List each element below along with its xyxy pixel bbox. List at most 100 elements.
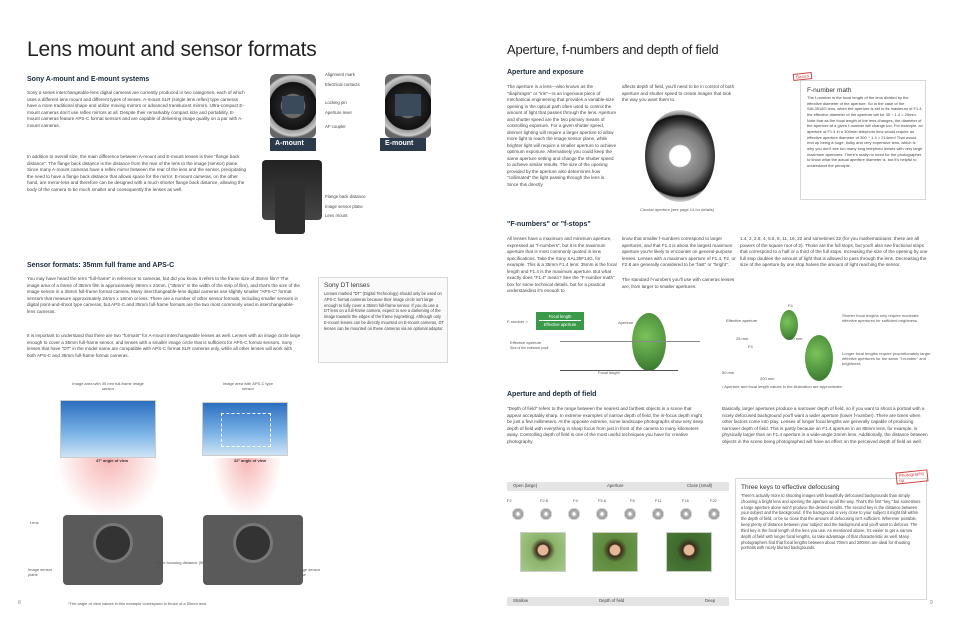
keys-box-title: Three keys to effective defocusing (741, 484, 840, 491)
fstop-label: F16 (682, 498, 689, 503)
short-lens-green (780, 310, 798, 340)
portrait-photo-deep (666, 532, 712, 572)
page-title-left: Lens mount and sensor formats (27, 38, 317, 61)
sensor-plane-right: Image sensor plane (296, 567, 321, 577)
aperture-lever-label: Aperture lever (325, 110, 352, 115)
fstop-label: F8 (630, 498, 635, 503)
fnumber-box-title: F-number math (807, 87, 852, 94)
sensors-para1: You may have heard the term "full-frame"… (27, 276, 300, 314)
locking-pin-label: Locking pin (325, 100, 347, 105)
mm200-label: 200 mm (760, 376, 775, 381)
fnumber-formula: F-number = (507, 319, 528, 324)
lens-mount-label: Lens mount (325, 213, 348, 218)
fstop-label: F4 (573, 498, 578, 503)
focal-length-line (560, 370, 678, 371)
ff-label: Image area with 35 mm full-frame image s… (72, 381, 144, 391)
dof-col1: "Depth of field" refers to the range bet… (507, 406, 704, 444)
aperture-label: Aperture (618, 320, 634, 325)
dt-box-title: Sony DT lenses (324, 282, 370, 289)
optical-axis-line (560, 341, 700, 342)
apsc-sky-photo (202, 402, 288, 456)
fstops-heading: "F-numbers" or "f-stops" (507, 221, 591, 228)
fnumber-math-box: Basics F-number math The f-number is the… (792, 72, 926, 200)
dt-box-text: Lenses marked "DT" (Digital Technology) … (324, 291, 444, 331)
photo-tip-stamp: Photography tip (895, 469, 929, 485)
section-heading-mounts: Sony A-mount and E-mount systems (27, 76, 150, 83)
page-number-left: 8 (18, 600, 21, 606)
aperture-icon (512, 508, 524, 520)
sensor-plane-left: Image sensor plane (28, 567, 53, 577)
apsc-angle-cone (212, 458, 282, 518)
lens-label-left: Lens (30, 520, 39, 525)
mounts-para1: Sony α series interchangeable-lens digit… (27, 90, 245, 128)
exposure-col1: The aperture in a lens—also known as the… (507, 84, 617, 187)
aperture-icon (680, 508, 692, 520)
fnumber-box-text: The f-number is the focal length of the … (807, 95, 923, 169)
lens-photo (275, 180, 305, 234)
basics-stamp: Basics (792, 72, 813, 81)
a-mount-photo (270, 74, 316, 138)
lens-diagram-green (632, 313, 666, 371)
a-mount-label: A-mount (270, 138, 316, 151)
ff-angle-cone (55, 458, 163, 518)
close-label: Close (small) (687, 483, 713, 488)
section-heading-sensors: Sensor formats: 35mm full frame and APS-… (27, 262, 175, 269)
aperture-caption: Circular aperture (see page 14 for detai… (640, 207, 715, 212)
sensors-para2: It is important to understand that there… (27, 333, 301, 358)
apsc-camera (203, 515, 303, 585)
dof-bar-label: Depth of field (599, 598, 625, 603)
keys-box-text: There's actually more to shooting images… (741, 493, 921, 551)
lens-label-right: Lens (294, 520, 303, 525)
sensor-fig-note: *The angle of view values in this exampl… (68, 601, 208, 606)
f4-label-b: F4 (748, 344, 753, 349)
aperture-icon (708, 508, 720, 520)
eff-ap-label: Effective aperture (510, 340, 542, 345)
dof-heading: Aperture and depth of field (507, 391, 597, 398)
portrait-photo-shallow (520, 532, 566, 572)
longer-note: Longer focal lengths require proportiona… (842, 351, 931, 366)
focal-length-label: Focal length (598, 370, 620, 375)
fstops-col3: 1.4, 2, 2.8, 4, 5.6, 8, 11, 16, 22 and s… (740, 236, 928, 268)
e-mount-photo (385, 74, 431, 138)
e-mount-label: E-mount (380, 138, 426, 151)
deep-label: Deep (705, 598, 716, 603)
mm25-label: 25 mm (736, 336, 749, 341)
aperture-icon (568, 508, 580, 520)
diagram-note: • Aperture and focal length values in th… (722, 384, 843, 389)
fstops-col1: All lenses have a maximum and minimum ap… (507, 236, 617, 292)
aperture-icon (596, 508, 608, 520)
fstop-label: F11 (655, 498, 662, 503)
mounts-para2: In addition to overall size, the main di… (27, 154, 247, 192)
fstop-label: F2 (507, 498, 512, 503)
aperture-icon (540, 508, 552, 520)
shorter-note: Shorter focal lengths only require moder… (842, 313, 919, 323)
aperture-bar-label: Aperture (607, 483, 624, 488)
eff-ap-sub: Size of the entrance pupil (510, 346, 549, 350)
fstops-col2b: The standard f-numbers you'll use with c… (622, 277, 735, 289)
focus-distance-label: Same focusing distance (50 mm) (155, 560, 205, 570)
long-lens-green (805, 335, 833, 381)
contacts-label: Electrical contacts (325, 82, 360, 87)
dof-col2: Basically, larger apertures produce a na… (722, 406, 928, 444)
exposure-col2: affects depth of field, you'll need to b… (622, 84, 735, 103)
portrait-photo-mid (592, 532, 638, 572)
page-number-right: 9 (930, 600, 933, 606)
mm100-label: 100 mm (788, 336, 803, 341)
ff-camera (63, 515, 163, 585)
fstop-label: F22 (710, 498, 717, 503)
aperture-icon (652, 508, 664, 520)
page-title-right: Aperture, f-numbers and depth of field (507, 42, 719, 57)
angle47-label: 47° angle of view (95, 458, 129, 463)
shallow-label: Shallow (513, 598, 529, 603)
fstop-label: F2.8 (540, 498, 549, 503)
open-label: Open (large) (513, 483, 538, 488)
aperture-icon (624, 508, 636, 520)
aperture-arrow-bar: Open (large) Aperture Close (small) (507, 482, 729, 491)
effective-aperture-term: Effective aperture (539, 320, 581, 328)
sensor-plane-label: Image sensor plane (325, 204, 363, 209)
f4-label-a: F4 (788, 303, 793, 308)
fstop-label: F5.6 (598, 498, 607, 503)
apsc-label: Image area with APS-C type sensor (222, 381, 274, 391)
dt-lenses-box: Sony DT lenses Lenses marked "DT" (Digit… (318, 277, 448, 363)
three-keys-box: Photography tip Three keys to effective … (735, 469, 929, 600)
